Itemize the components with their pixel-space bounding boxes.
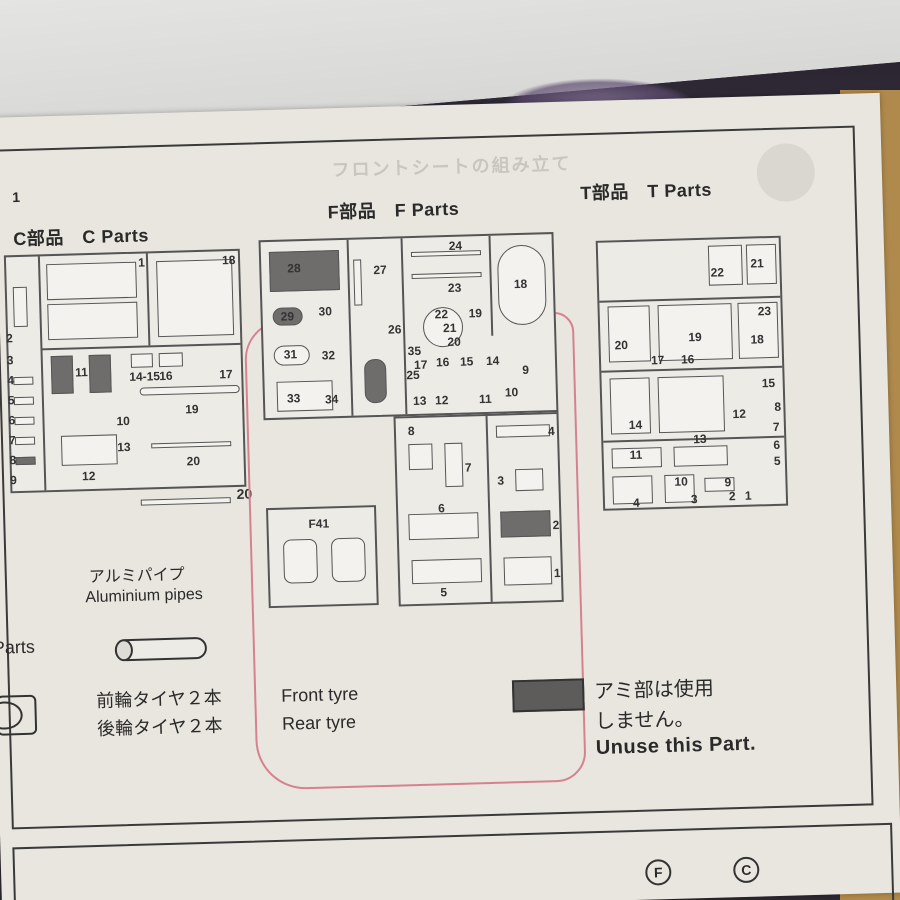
part-label: 11	[74, 365, 89, 380]
part-label: 22	[434, 307, 449, 322]
part-label: 6	[8, 413, 16, 428]
part-label: 10	[116, 413, 131, 429]
part-label: 3	[6, 353, 14, 368]
rear-tyre-en: Rear tyre	[281, 711, 357, 734]
part-label: 11	[629, 447, 643, 462]
part-label: 14	[628, 417, 643, 433]
part-label: 20	[186, 453, 201, 469]
part-label: 14-15	[129, 369, 161, 384]
part-label: 26	[387, 322, 402, 337]
part-label: 5	[7, 393, 15, 408]
f41-runner: F41	[266, 505, 379, 609]
part-label: 17	[650, 352, 665, 368]
part-label: 33	[286, 391, 301, 406]
part-label: 6	[773, 437, 781, 452]
part-label: 4	[7, 373, 15, 388]
front-tyre-jp: 前輪タイヤ２本	[96, 687, 223, 711]
part-label: 18	[513, 276, 528, 292]
unuse-jp-line2: しません。	[594, 708, 695, 734]
aluminium-title-jp: アルミパイプ	[88, 566, 185, 587]
part-label: 15	[459, 354, 474, 369]
part-label: 8	[9, 453, 17, 468]
part-label: 2	[728, 489, 736, 504]
part-label: 1	[553, 565, 561, 581]
part-label: 34	[324, 392, 339, 407]
part-label: 27	[373, 262, 387, 278]
part-label: 16	[680, 352, 695, 367]
part-label: 10	[504, 385, 519, 400]
part-label: 4	[632, 495, 640, 510]
part-label: 18	[221, 252, 236, 268]
part-label: 5	[773, 453, 781, 468]
part-label: 16	[435, 354, 450, 370]
f-parts-runner-top: 28 29 30 31 32 33 34 27 26 25 24 23 18 2…	[258, 232, 559, 421]
rear-tyre-jp: 後輪タイヤ２本	[96, 715, 223, 739]
front-tyre-en: Front tyre	[280, 683, 359, 706]
part-label: 12	[732, 406, 747, 422]
part-label: 3	[690, 492, 698, 507]
part-label: 2	[5, 331, 14, 346]
f-parts-title: F部品 F Parts	[327, 198, 460, 223]
c-parts-title: C部品 C Parts	[13, 225, 150, 250]
part-label: 24	[448, 238, 463, 253]
part-label: 9	[522, 362, 530, 377]
shaded-legend-swatch	[511, 678, 585, 713]
t-parts-title: T部品 T Parts	[580, 179, 713, 204]
c-parts-runner: 1 2 3 4 5 6 7 8 9 10 11 12 13 14-15 16 1…	[3, 248, 247, 494]
unuse-en: Unuse this Part.	[595, 732, 757, 760]
part-label: 16	[159, 368, 173, 384]
part-label: 10	[674, 474, 688, 489]
part-label: 31	[283, 347, 298, 362]
part-label: 14	[485, 353, 500, 368]
part-label: 19	[688, 329, 702, 345]
part-label: 30	[318, 304, 333, 319]
part-label: 5	[440, 585, 448, 600]
part-label: 23	[447, 280, 462, 295]
part-label: 7	[8, 433, 16, 448]
part-label: 23	[757, 303, 772, 319]
part-label: 19	[185, 402, 199, 417]
part-label: 13	[117, 439, 131, 455]
next-step-frame	[12, 822, 895, 900]
part-label: 17	[219, 367, 233, 382]
part-label: 13	[412, 393, 427, 409]
part-label: 8	[407, 423, 415, 439]
part-label: 11	[478, 391, 492, 407]
part-label: 21	[442, 320, 457, 336]
tyre-parts-label: Parts	[0, 636, 36, 658]
part-label: 19	[468, 306, 483, 321]
part-label: 13	[693, 431, 707, 447]
part-label: 1	[744, 488, 752, 503]
part-label: 4	[547, 424, 555, 439]
t-parts-runner: 1 2 3 4 5 6 7 8 9 10 11 12 13 14 15 16 1…	[595, 235, 789, 511]
part-label: 22	[710, 265, 725, 280]
part-label: 18	[750, 332, 765, 347]
instruction-sheet: フロントシートの組み立て 1 C部品 C Parts 1 2 3 4 5 6 7…	[0, 92, 900, 900]
part-label: 9	[9, 473, 18, 488]
part-label: 17	[413, 357, 428, 372]
part-label: 12	[434, 393, 449, 408]
part-label: 21	[750, 256, 764, 271]
part-label: 7	[772, 419, 780, 434]
part-label: 3	[497, 473, 505, 488]
f-parts-runner-bottom: 8 7 6 5 4 3 2 1	[393, 411, 564, 607]
part-label: 1	[137, 255, 145, 270]
f41-label: F41	[308, 516, 330, 531]
page-number: 1	[11, 188, 21, 206]
part-label: 6	[437, 501, 445, 516]
part-label: 15	[761, 375, 776, 391]
part-label: 35	[407, 343, 422, 359]
part-label: 20	[614, 337, 629, 353]
part-label: 29	[280, 309, 295, 324]
part-label: 28	[287, 261, 301, 276]
part-label: 9	[724, 475, 732, 490]
part-label: 20	[447, 334, 461, 350]
part-label: 8	[774, 399, 782, 414]
part-label: 32	[321, 348, 336, 363]
part-label: 2	[552, 517, 560, 533]
part-label: 12	[81, 468, 96, 484]
unuse-jp-line1: アミ部は使用	[593, 677, 715, 704]
part-label: 7	[464, 460, 472, 475]
aluminium-title-en: Aluminium pipes	[85, 585, 204, 607]
